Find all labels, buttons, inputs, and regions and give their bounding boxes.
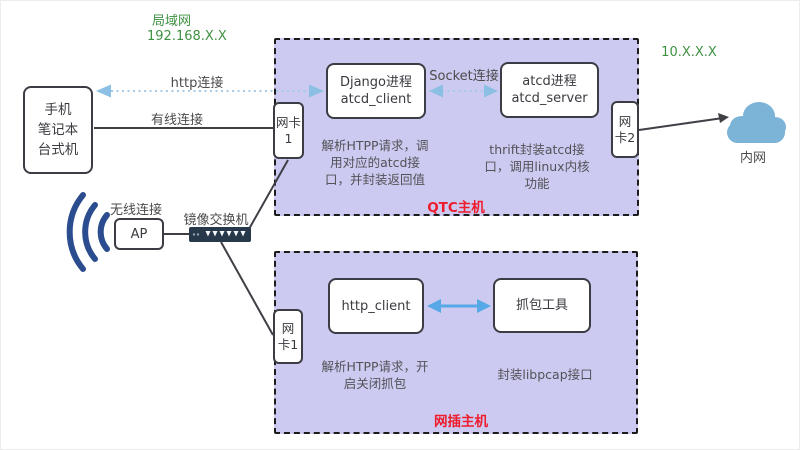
switch-to-capture-line xyxy=(220,241,274,336)
nic2-to-cloud-line xyxy=(638,113,729,131)
capture-host-label: 网插主机 xyxy=(434,414,488,430)
http-client-node: http_client xyxy=(328,278,424,334)
mirror-switch-label: 镜像交换机 xyxy=(183,213,249,228)
capture-note-left: 解析HTPP请求，开 启关闭抓包 xyxy=(321,359,429,391)
qtc-host-label: QTC主机 xyxy=(427,200,485,216)
http-connection-label: http连接 xyxy=(170,76,224,91)
lan-name: 局域网 xyxy=(152,14,192,29)
switch-icon xyxy=(189,227,251,242)
nic1-top-node: 网卡1 xyxy=(273,102,304,159)
cloud-icon xyxy=(727,102,786,143)
django-node: Django进程 atcd_client xyxy=(326,63,426,119)
capture-tool-node: 抓包工具 xyxy=(493,278,591,333)
wireless-connection-label: 无线连接 xyxy=(109,203,162,218)
atcd-node: atcd进程 atcd_server xyxy=(500,62,599,118)
wired-connection-label: 有线连接 xyxy=(150,113,203,128)
qtc-note-right: thrift封装atcd接 口，调用linux内核 功能 xyxy=(484,142,590,191)
wan-ip-label: 10.X.X.X xyxy=(661,45,717,60)
client-devices-node: 手机 笔记本 台式机 xyxy=(23,86,93,174)
nic1-bottom-node: 网卡1 xyxy=(273,309,303,364)
ap-node: AP xyxy=(114,218,164,250)
lan-label: 局域网 192.168.X.X xyxy=(147,14,227,44)
capture-note-right: 封装libpcap接口 xyxy=(497,367,593,382)
intranet-label: 内网 xyxy=(739,151,766,166)
qtc-note-left: 解析HTPP请求，调 用对应的atcd接 口，并封装返回值 xyxy=(321,138,429,187)
nic2-node: 网卡2 xyxy=(611,101,639,158)
lan-ip: 192.168.X.X xyxy=(147,29,227,44)
socket-connection-label: Socket连接 xyxy=(429,69,499,84)
